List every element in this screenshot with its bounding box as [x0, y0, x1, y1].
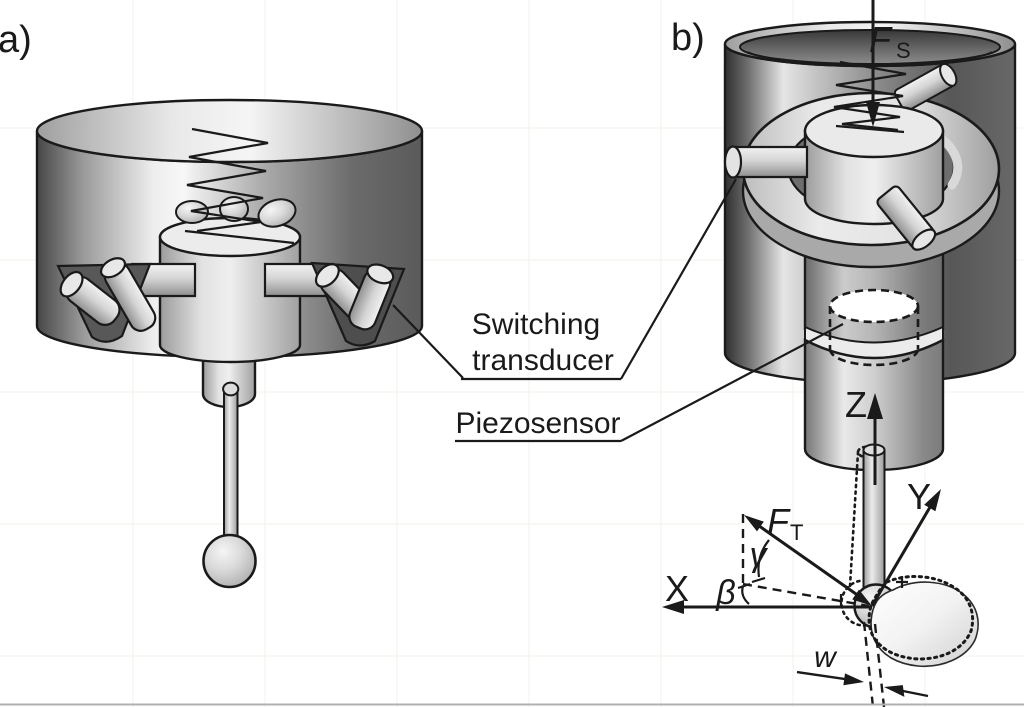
probe-a-spring [184, 127, 295, 245]
gamma-angle-arc [751, 539, 770, 584]
x-axis-label: X [665, 568, 689, 609]
pretravel-width-label: w [814, 641, 838, 674]
beta-angle-label: β [715, 574, 735, 612]
construction-lines [741, 514, 870, 608]
callout-leaders [392, 178, 844, 443]
svg-text:S: S [896, 38, 911, 63]
piezosensor-label: Piezosensor [455, 407, 620, 440]
z-axis-label: Z [845, 384, 867, 425]
switching-transducer-leader-b [620, 178, 737, 380]
z-axis [867, 393, 883, 485]
probe-b-pin-left [723, 145, 809, 179]
switching-transducer-leader-a [392, 304, 464, 379]
contact-point-markers [839, 576, 908, 606]
panel-a-label: a) [0, 19, 32, 61]
spring-force-arrow [866, 0, 880, 127]
probe-b-spring [833, 60, 907, 134]
probe-a-right-vblock [310, 261, 406, 347]
probe-a-ball-tip [202, 533, 257, 589]
touch-force-label: F T [767, 501, 803, 545]
coordinate-system [662, 393, 941, 707]
switching-transducer-label-line2: transducer [472, 344, 614, 377]
y-axis-label: Y [907, 476, 931, 517]
probe-b-pin-upper-right [893, 62, 958, 113]
x-axis [662, 600, 872, 614]
svg-text:F: F [767, 501, 791, 542]
probe-a-left-vblock [56, 257, 157, 343]
spring-force-label: F S [869, 19, 911, 63]
y-axis [870, 489, 941, 607]
probe-a-illustration [35, 98, 424, 589]
probe-b-illustration [723, 0, 1017, 668]
svg-text:F: F [869, 19, 893, 60]
pretravel-width-dimension [796, 621, 929, 707]
piezosensor-leader [620, 323, 844, 442]
gamma-angle-label: γ [750, 536, 769, 574]
beta-angle-arc [737, 582, 751, 605]
probe-b-pin-lower-right [876, 185, 937, 251]
panel-b-label: b) [671, 17, 705, 59]
piezosensor-element [828, 288, 920, 367]
svg-text:T: T [790, 520, 803, 545]
touch-force-vector [744, 515, 872, 606]
switching-transducer-label-line1: Switching [472, 308, 600, 341]
probe-a-stylus [201, 354, 257, 589]
